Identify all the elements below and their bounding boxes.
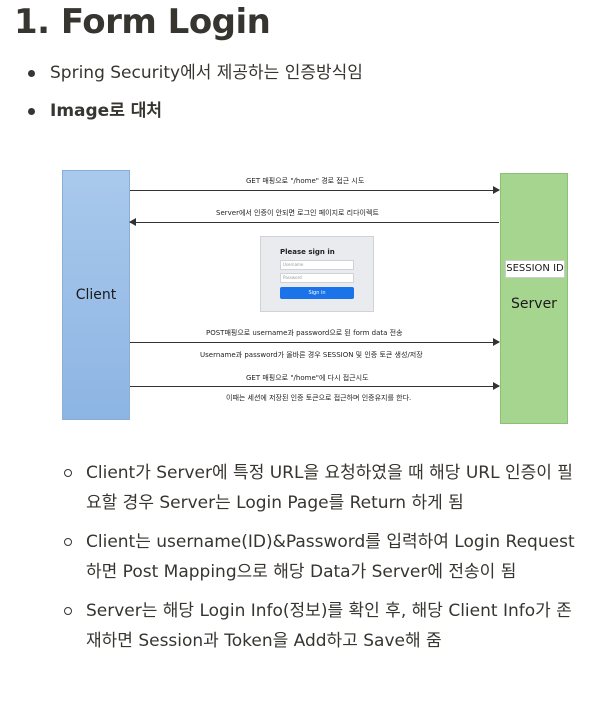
arrow-right (130, 338, 500, 346)
arrow-label: GET 매핑으로 "/home"에 다시 접근시도 (246, 374, 369, 382)
sub-bullet-list: Client가 Server에 특정 URL을 요청하였을 때 해당 URL 인… (62, 458, 587, 665)
arrow-label: Username과 password가 올바른 경우 SESSION 및 인증 … (200, 351, 423, 359)
server-box: Server (500, 173, 568, 424)
arrow-right (130, 186, 500, 194)
server-label: Server (511, 296, 557, 312)
bullet-text: Spring Security에서 제공하는 인증방식임 (50, 63, 363, 83)
sub-bullet-item: Client는 username(ID)&Password를 입력하여 Logi… (62, 527, 587, 587)
sub-bullet-item: Server는 해당 Login Info(정보)를 확인 후, 해당 Clie… (62, 596, 587, 656)
sub-bullet-text: Client가 Server에 특정 URL을 요청하였을 때 해당 URL 인… (86, 463, 573, 513)
arrow-left (129, 218, 499, 226)
arrow-label: 이때는 세션에 저장된 인증 토큰으로 접근하며 인증유지를 한다. (226, 394, 412, 402)
arrow-right (130, 382, 500, 390)
client-box: Client (62, 170, 130, 420)
bullet-item: Spring Security에서 제공하는 인증방식임 (24, 58, 363, 88)
sub-bullet-text: Client는 username(ID)&Password를 입력하여 Logi… (86, 532, 575, 582)
bullet-item: Image로 대처 (24, 96, 363, 126)
bullet-list: Spring Security에서 제공하는 인증방식임 Image로 대처 (24, 58, 363, 134)
sub-bullet-item: Client가 Server에 특정 URL을 요청하였을 때 해당 URL 인… (62, 458, 587, 518)
password-field: Password (280, 273, 354, 283)
login-title: Please sign in (280, 248, 335, 256)
sub-bullet-text: Server는 해당 Login Info(정보)를 확인 후, 해당 Clie… (86, 601, 572, 651)
session-id-label: SESSION ID (505, 260, 565, 278)
arrow-label: Server에서 인증이 안되면 로그인 페이지로 리다이렉트 (216, 209, 379, 217)
form-login-diagram: Client Server SESSION ID GET 매핑으로 "/home… (60, 168, 568, 426)
arrow-label: GET 매핑으로 "/home" 경로 접근 시도 (246, 177, 365, 185)
login-page-image: Please sign in Username Password Sign in (260, 236, 374, 312)
bullet-text: Image로 대처 (50, 101, 163, 121)
arrow-label: POST매핑으로 username과 password으로 된 form dat… (206, 329, 403, 337)
sign-in-button: Sign in (280, 287, 354, 299)
client-label: Client (75, 287, 117, 303)
page-title: 1. Form Login (14, 2, 271, 42)
username-field: Username (280, 260, 354, 270)
